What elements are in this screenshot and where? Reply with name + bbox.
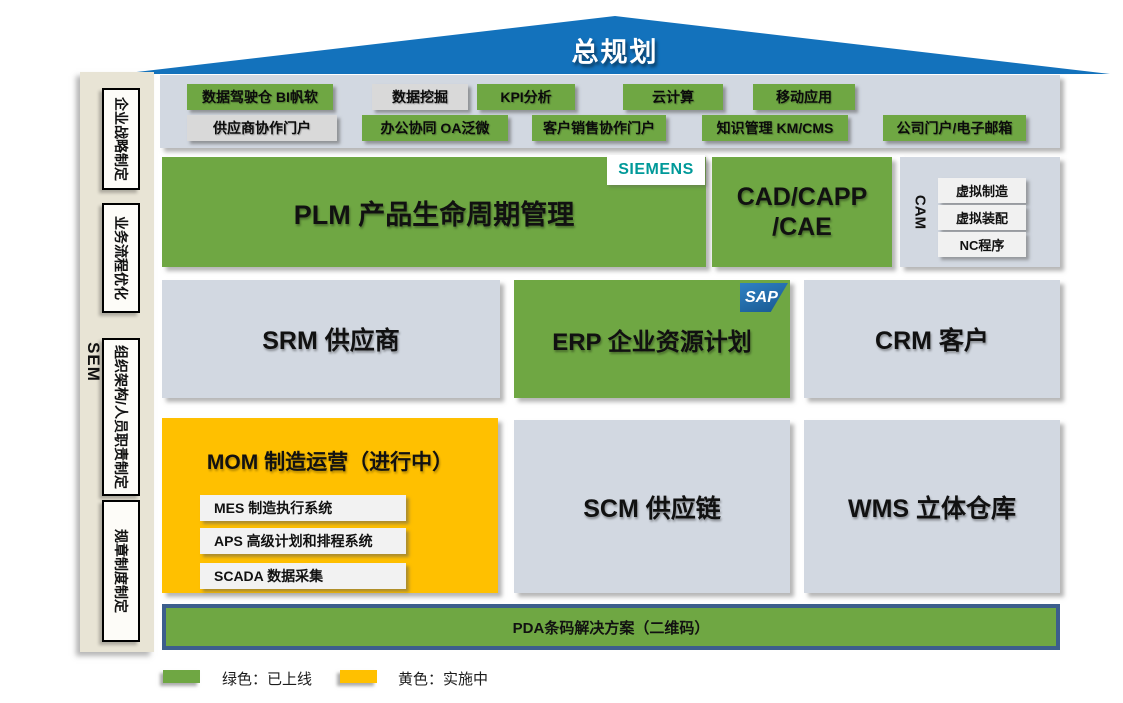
legend-green-label: 绿色：已上线 xyxy=(222,671,313,688)
sidebar-item-organization: 组织架构/人员职责制定 xyxy=(102,338,140,496)
wms-box: WMS 立体仓库 xyxy=(804,420,1060,593)
scm-label: SCM 供应链 xyxy=(583,494,721,523)
sidebar-item-label: 企业战略制定 xyxy=(113,97,129,181)
chip-sales-portal: 客户销售协作门户 xyxy=(532,115,666,141)
sidebar-item-strategy: 企业战略制定 xyxy=(102,88,140,190)
chip-company-portal: 公司门户/电子邮箱 xyxy=(883,115,1026,141)
chip-mobile-apps: 移动应用 xyxy=(753,84,855,110)
mom-item-aps: APS 高级计划和排程系统 xyxy=(200,528,406,554)
pda-bar: PDA条码解决方案（二维码） xyxy=(162,604,1060,650)
sidebar-item-process: 业务流程优化 xyxy=(102,203,140,313)
cam-item-virtual-manufacturing: 虚拟制造 xyxy=(938,178,1026,203)
sidebar-item-regulation: 规章制度制定 xyxy=(102,500,140,642)
sidebar-item-label: 规章制度制定 xyxy=(113,529,129,613)
chip-bi-cockpit: 数据驾驶仓 BI帆软 xyxy=(187,84,333,110)
sidebar-item-label: 业务流程优化 xyxy=(113,216,129,300)
chip-cloud-computing: 云计算 xyxy=(623,84,723,110)
pda-label: PDA条码解决方案（二维码） xyxy=(512,619,710,637)
cad-capp-cae-box: CAD/CAPP /CAE xyxy=(712,157,892,267)
mom-title: MOM 制造运营（进行中） xyxy=(206,451,454,474)
scm-box: SCM 供应链 xyxy=(514,420,790,593)
chip-supplier-portal: 供应商协作门户 xyxy=(187,115,337,141)
chip-oa-weaver: 办公协同 OA泛微 xyxy=(362,115,508,141)
siemens-logo: SIEMENS xyxy=(607,155,705,185)
legend-yellow-label: 黄色：实施中 xyxy=(398,671,489,688)
mom-item-scada: SCADA 数据采集 xyxy=(200,563,406,589)
chip-km-cms: 知识管理 KM/CMS xyxy=(702,115,848,141)
crm-box: CRM 客户 xyxy=(804,280,1060,398)
legend-green-swatch xyxy=(163,670,200,683)
cam-label: CAM xyxy=(911,194,929,230)
sem-sidebar: SEM 企业战略制定 业务流程优化 组织架构/人员职责制定 规章制度制定 xyxy=(80,72,154,652)
cam-panel: CAM 虚拟制造 虚拟装配 NC程序 xyxy=(900,157,1060,267)
wms-label: WMS 立体仓库 xyxy=(847,494,1017,523)
erp-box: ERP 企业资源计划 xyxy=(514,280,790,398)
sem-label: SEM xyxy=(84,342,103,382)
crm-label: CRM 客户 xyxy=(875,327,989,355)
mom-item-mes: MES 制造执行系统 xyxy=(200,495,406,521)
cad-label-line1: CAD/CAPP xyxy=(736,183,868,211)
srm-label: SRM 供应商 xyxy=(262,327,400,355)
cam-item-virtual-assembly: 虚拟装配 xyxy=(938,205,1026,230)
erp-label: ERP 企业资源计划 xyxy=(552,328,752,356)
legend-yellow-swatch xyxy=(340,670,377,683)
mom-box: MOM 制造运营（进行中） MES 制造执行系统 APS 高级计划和排程系统 S… xyxy=(162,418,498,593)
chip-data-mining: 数据挖掘 xyxy=(372,84,468,110)
chip-kpi-analysis: KPI分析 xyxy=(477,84,575,110)
srm-box: SRM 供应商 xyxy=(162,280,500,398)
plm-label: PLM 产品生命周期管理 xyxy=(293,199,575,230)
cam-item-nc-program: NC程序 xyxy=(938,232,1026,257)
roof-banner: 总规划 xyxy=(120,16,1110,74)
top-apps-band: 数据驾驶仓 BI帆软 数据挖掘 KPI分析 云计算 移动应用 供应商协作门户 办… xyxy=(160,75,1060,148)
cad-label-line2: /CAE xyxy=(772,213,832,241)
sidebar-item-label: 组织架构/人员职责制定 xyxy=(113,345,129,489)
roof-title: 总规划 xyxy=(571,37,659,68)
